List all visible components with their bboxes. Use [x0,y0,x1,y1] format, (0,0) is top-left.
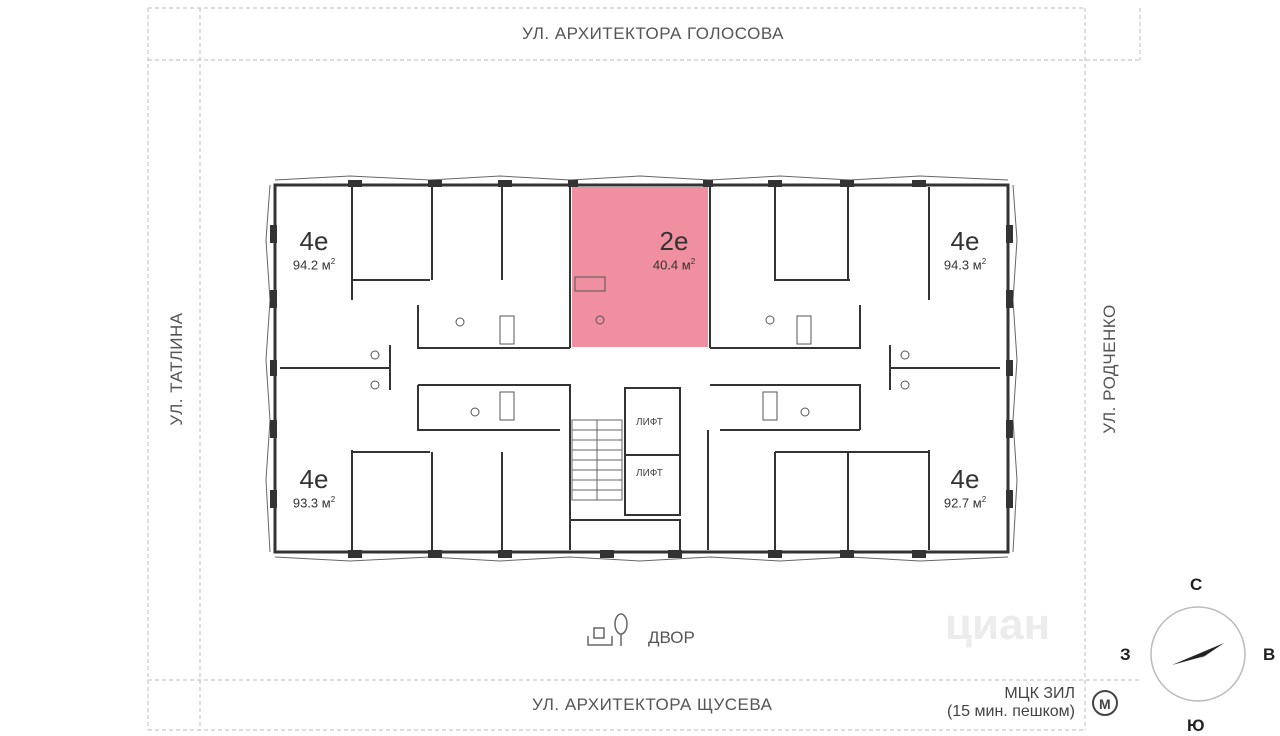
unit-area: 94.3 м [943,257,982,273]
metro-icon: М [1092,690,1118,716]
compass-east: В [1263,645,1276,664]
unit-area: 40.4 м [652,257,691,273]
bathroom-fixtures [370,276,910,421]
compass [1150,606,1246,702]
unit-4e-top-left[interactable]: 4е 94.2 м2 [286,228,342,273]
unit-2e-top-center[interactable]: 2е 40.4 м2 [645,228,703,273]
yard-label: ДВОР [648,628,695,647]
site-boundary [147,7,1141,731]
unit-type: 2е [659,226,689,256]
metro-distance: (15 мин. пешком) [946,703,1075,720]
watermark: циан [945,600,1051,649]
metro-info: МЦК ЗИЛ (15 мин. пешком) [947,685,1075,721]
unit-2e-highlight[interactable] [572,187,708,347]
unit-area: 93.3 м [292,495,331,511]
metro-station: МЦК ЗИЛ [1004,685,1075,702]
interior-walls [280,187,1000,550]
street-left-label: УЛ. ТАТЛИНА [167,312,186,426]
svg-text:М: М [1099,696,1111,712]
yard-icon [587,613,628,646]
lift-label: ЛИФТ [636,468,663,479]
staircase [571,419,623,501]
unit-4e-bottom-left[interactable]: 4е 93.3 м2 [286,466,342,511]
unit-area: 92.7 м [943,495,982,511]
unit-type: 4е [299,464,329,494]
street-top-label: УЛ. АРХИТЕКТОРА ГОЛОСОВА [522,24,784,43]
lift-label: ЛИФТ [636,417,663,428]
unit-4e-top-right[interactable]: 4е 94.3 м2 [936,228,994,273]
street-right-label: УЛ. РОДЧЕНКО [1100,304,1119,434]
unit-type: 4е [299,226,329,256]
unit-4e-bottom-right[interactable]: 4е 92.7 м2 [936,466,994,511]
unit-type: 4е [950,226,980,256]
compass-west: З [1120,645,1131,664]
compass-north: С [1190,575,1203,594]
compass-south: Ю [1187,716,1205,735]
unit-type: 4е [950,464,980,494]
unit-area: 94.2 м [292,257,331,273]
street-bottom-label: УЛ. АРХИТЕКТОРА ЩУСЕВА [532,695,773,714]
